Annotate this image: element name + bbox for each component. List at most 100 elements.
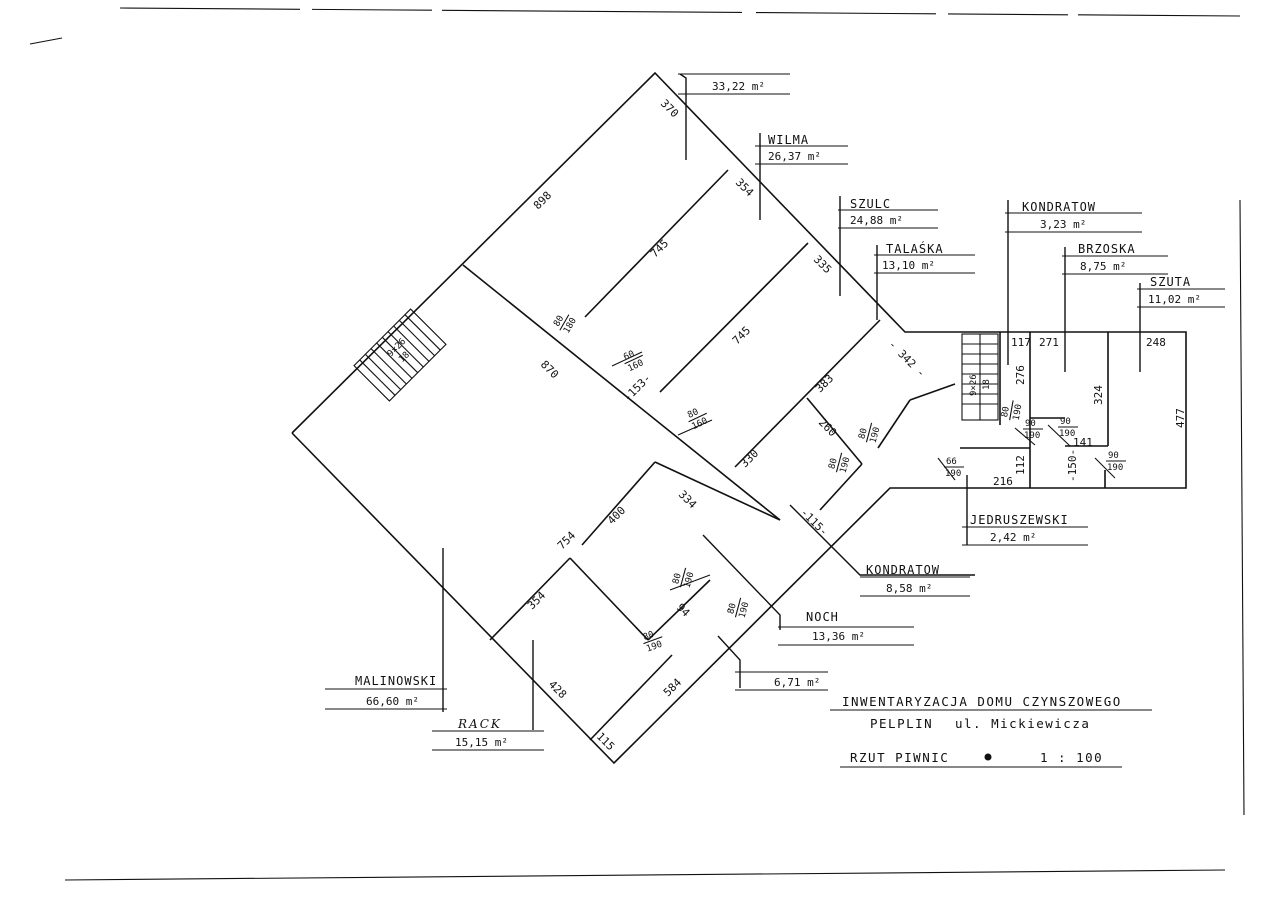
tenant-area: 13,10 m² (882, 259, 935, 272)
stair-sub: 18 (982, 379, 992, 390)
scan-border (29, 7, 1245, 881)
svg-text:80: 80 (642, 630, 656, 643)
dim-117: 117 (1011, 336, 1031, 349)
tenant-area: 6,71 m² (774, 676, 820, 689)
svg-text:190: 190 (738, 601, 752, 619)
tenant-label: KONDRATOW 3,23 m² (1005, 200, 1142, 233)
svg-text:80: 80 (671, 572, 683, 585)
svg-text:190: 190 (869, 426, 883, 444)
dimension-labels: 370 898 354 745 335 745 870 -153- 383 - … (525, 97, 1187, 753)
door-marker: 80 190 (827, 452, 853, 474)
svg-text:80: 80 (827, 457, 839, 470)
door-marker: 90 190 (1023, 419, 1043, 441)
tenant-label: TALAŚKA 13,10 m² (874, 241, 975, 274)
tenant-name: JEDRUSZEWSKI (970, 513, 1069, 527)
door-marker: 90 190 (1106, 451, 1126, 473)
door-marker: 80 190 (726, 597, 752, 619)
svg-text:190: 190 (1012, 403, 1025, 421)
tenant-label: SZUTA 11,02 m² (1137, 275, 1225, 308)
scale-label: 1 : 100 (1040, 750, 1103, 765)
door-marker: 66 190 (944, 457, 964, 479)
dim-153: -153- (621, 372, 654, 405)
door-marker: 80 190 (642, 630, 664, 655)
svg-text:90: 90 (1060, 417, 1071, 427)
tenant-name: MALINOWSKI (355, 674, 437, 688)
tenant-area: 13,36 m² (812, 630, 865, 643)
dim-754: 754 (555, 529, 579, 553)
tenant-area: 33,22 m² (712, 80, 765, 93)
tenant-area: 8,58 m² (886, 582, 932, 595)
tenant-label: MALINOWSKI 66,60 m² (325, 674, 447, 710)
tenant-label: 33,22 m² (678, 73, 790, 95)
dim-260: 260 (816, 416, 839, 439)
tenant-area: 11,02 m² (1148, 293, 1201, 306)
dim-276: 276 (1014, 365, 1027, 385)
tenant-name: RACK (457, 717, 502, 731)
door-marker: 80 190 (1000, 400, 1025, 421)
dim-334: 334 (676, 488, 700, 512)
dim-400: 400 (605, 504, 628, 527)
dim-870: 870 (538, 358, 561, 381)
tenant-label: 6,71 m² (735, 671, 828, 691)
dim-112: 112 (1014, 455, 1027, 475)
title-street: ul. Mickiewicza (955, 716, 1090, 731)
tenant-area: 8,75 m² (1080, 260, 1126, 273)
building-outline (291, 71, 1187, 765)
dim-745: 745 (730, 324, 753, 347)
title-town: PELPLIN (870, 716, 933, 731)
dim-370: 370 (658, 97, 681, 120)
door-marker: 90 190 (1058, 417, 1078, 439)
dim-150: -150- (1066, 449, 1079, 482)
door-marker: 80 190 (857, 422, 883, 444)
dim-477: 477 (1174, 408, 1187, 428)
tenant-label: JEDRUSZEWSKI 2,42 m² (962, 513, 1088, 546)
tenant-label: WILMA 26,37 m² (755, 133, 848, 165)
dim-330: 330 (738, 447, 761, 470)
dim-141: 141 (1073, 436, 1093, 449)
dim-354: 354 (525, 589, 549, 613)
dim-216: 216 (993, 475, 1013, 488)
tenant-area: 3,23 m² (1040, 218, 1086, 231)
svg-text:190: 190 (1107, 463, 1123, 473)
tenant-name: WILMA (768, 133, 809, 147)
tenant-area: 26,37 m² (768, 150, 821, 163)
svg-text:190: 190 (945, 469, 961, 479)
dim-115: -115- (798, 506, 831, 539)
svg-text:90: 90 (1025, 419, 1036, 429)
staircase-west: 9×26 18 (353, 308, 447, 402)
dim-271: 271 (1039, 336, 1059, 349)
tenant-area: 2,42 m² (990, 531, 1036, 544)
dim-324: 324 (1092, 385, 1105, 405)
door-markers: 80 180 60 160 80 160 80 190 80 190 80 (552, 314, 1126, 655)
tenant-area: 24,88 m² (850, 214, 903, 227)
svg-text:190: 190 (1059, 429, 1075, 439)
svg-text:90: 90 (1108, 451, 1119, 461)
dim-335: 335 (811, 253, 834, 276)
svg-text:80: 80 (1000, 406, 1012, 418)
svg-text:190: 190 (683, 571, 697, 589)
svg-text:80: 80 (726, 602, 738, 615)
dim-94: 94 (674, 601, 693, 620)
svg-text:80: 80 (857, 427, 869, 440)
tenant-area: 66,60 m² (366, 695, 419, 708)
tenant-label: BRZOSKA 8,75 m² (1062, 242, 1168, 275)
leader-lines (442, 73, 1141, 730)
tenant-label: NOCH 13,36 m² (778, 610, 914, 646)
dim-354: 354 (733, 176, 757, 200)
svg-text:190: 190 (1024, 431, 1040, 441)
tenant-labels: 33,22 m² WILMA 26,37 m² SZULC 24,88 m² K… (325, 73, 1225, 751)
dim-383: 383 (813, 372, 836, 395)
door-marker: 80 180 (552, 314, 579, 335)
dim-248: 248 (1146, 336, 1166, 349)
tenant-name: KONDRATOW (1022, 200, 1096, 214)
door-marker: 80 190 (671, 567, 697, 589)
staircase-east: 9×26 18 (961, 333, 999, 421)
tenant-name: BRZOSKA (1078, 242, 1136, 256)
tenant-name: NOCH (806, 610, 839, 624)
tenant-label: SZULC 24,88 m² (838, 197, 938, 229)
stair-label: 9×26 (969, 374, 979, 396)
dim-342: - 342 - (886, 338, 928, 380)
door-marker: 80 160 (686, 407, 709, 432)
tenant-name: TALAŚKA (886, 241, 944, 256)
tenant-name: KONDRATOW (866, 563, 940, 577)
